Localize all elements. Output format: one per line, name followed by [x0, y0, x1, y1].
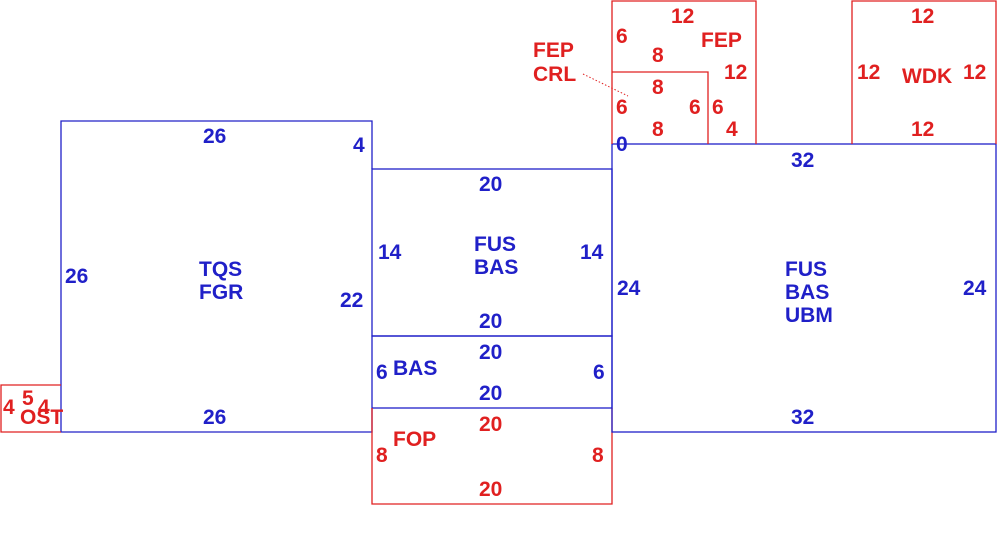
bas-dim-top: 20 — [479, 341, 502, 364]
bas-dim-right: 6 — [593, 361, 605, 384]
fus-bas-dim-left: 14 — [378, 241, 402, 264]
fop-code: FOP — [393, 428, 436, 451]
area-fop: FOP 20 20 8 8 — [371, 408, 613, 505]
fep-dim-bottom-right: 4 — [726, 118, 738, 141]
tqs-fgr-code-1: TQS — [199, 258, 242, 281]
tqs-fgr-dim-right-lower: 22 — [340, 289, 363, 312]
area-tqs-fgr: TQS FGR 26 26 26 4 22 — [60, 120, 373, 433]
bas-code: BAS — [393, 357, 437, 380]
fus-bas-ubm-dim-top: 32 — [791, 149, 814, 172]
tqs-fgr-dim-bottom: 26 — [203, 406, 226, 429]
area-fep-crl: FEP CRL 8 8 8 6 6 — [533, 39, 709, 144]
fep-dim-inner-right: 6 — [712, 96, 724, 119]
fep-dim-right: 12 — [724, 61, 747, 84]
fep-crl-dim-bottom: 8 — [652, 118, 664, 141]
fep-dim-top: 12 — [671, 5, 694, 28]
fop-dim-right: 8 — [592, 444, 604, 467]
fep-dim-left: 6 — [616, 25, 628, 48]
ost-dim-top: 5 — [22, 387, 34, 410]
fus-bas-code-2: BAS — [474, 256, 518, 279]
fus-bas-ubm-code-1: FUS — [785, 258, 827, 281]
wdk-dim-left: 12 — [857, 61, 880, 84]
fop-dim-bottom: 20 — [479, 478, 502, 501]
ost-dim-right: 4 — [38, 396, 50, 419]
fus-bas-dim-top: 20 — [479, 173, 502, 196]
fep-crl-outline — [612, 71, 709, 144]
fop-outline — [371, 408, 613, 505]
wdk-dim-bottom: 12 — [911, 118, 934, 141]
bas-dim-left: 6 — [376, 361, 388, 384]
area-fus-bas: FUS BAS 20 20 14 14 — [371, 168, 613, 337]
fus-bas-dim-bottom: 20 — [479, 310, 502, 333]
ost-code: OST — [20, 406, 63, 429]
tqs-fgr-dim-top: 26 — [203, 125, 226, 148]
fop-dim-left: 8 — [376, 444, 388, 467]
fep-crl-leader-line — [582, 73, 629, 97]
area-fus-bas-ubm: FUS BAS UBM 32 32 24 24 0 — [611, 133, 997, 433]
fus-bas-ubm-dim-corner: 0 — [616, 133, 628, 156]
tqs-fgr-code-2: FGR — [199, 281, 243, 304]
fep-crl-dim-outer-top: 8 — [652, 44, 664, 67]
fus-bas-ubm-dim-bottom: 32 — [791, 406, 814, 429]
fep-crl-dim-top: 8 — [652, 76, 664, 99]
tqs-fgr-dim-left: 26 — [65, 265, 88, 288]
wdk-dim-top: 12 — [911, 5, 934, 28]
fep-crl-dim-right: 6 — [689, 96, 701, 119]
wdk-outline — [851, 0, 997, 144]
tqs-fgr-dim-right-upper: 4 — [353, 134, 365, 157]
fus-bas-ubm-code-3: UBM — [785, 304, 833, 327]
ost-outline — [0, 384, 61, 433]
fep-code: FEP — [701, 29, 742, 52]
fep-crl-dim-left: 6 — [616, 96, 628, 119]
area-bas: BAS 20 20 6 6 — [371, 335, 613, 409]
fus-bas-ubm-code-2: BAS — [785, 281, 829, 304]
wdk-code: WDK — [902, 65, 952, 88]
fus-bas-ubm-dim-right: 24 — [963, 277, 987, 300]
area-ost: OST 4 5 4 — [0, 384, 63, 433]
area-wdk: WDK 12 12 12 12 — [851, 0, 997, 144]
fus-bas-code-1: FUS — [474, 233, 516, 256]
bas-dim-bottom: 20 — [479, 382, 502, 405]
fop-dim-top: 20 — [479, 413, 502, 436]
fep-crl-code-1: FEP — [533, 39, 574, 62]
fus-bas-dim-right: 14 — [580, 241, 604, 264]
fep-crl-code-2: CRL — [533, 63, 576, 86]
wdk-dim-right: 12 — [963, 61, 986, 84]
fus-bas-ubm-outline — [611, 143, 997, 433]
ost-dim-left: 4 — [3, 396, 15, 419]
fus-bas-ubm-dim-left: 24 — [617, 277, 641, 300]
